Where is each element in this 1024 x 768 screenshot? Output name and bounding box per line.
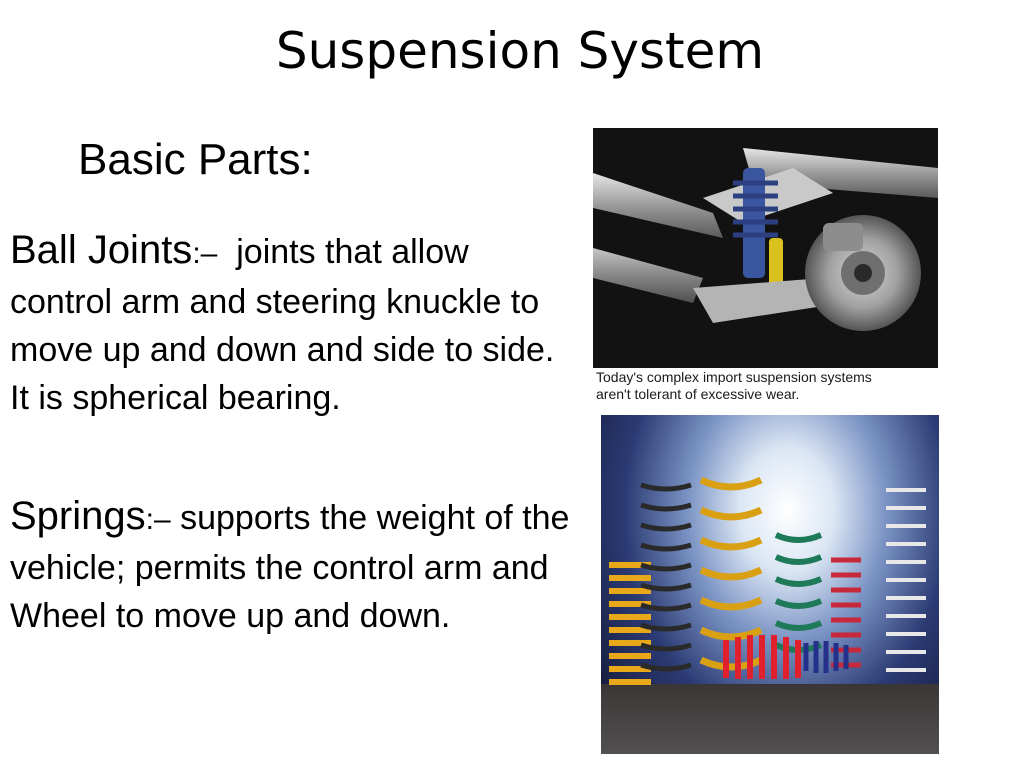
subheading: Basic Parts: — [78, 135, 313, 184]
ball-joints-term: Ball Joints — [10, 228, 193, 272]
springs-paragraph: Springs:– supports the weight of the veh… — [10, 492, 580, 640]
image-caption: Today's complex import suspension system… — [596, 369, 941, 403]
springs-term: Springs — [10, 494, 146, 538]
springs-separator: :– — [145, 503, 171, 536]
slide-title: Suspension System — [275, 22, 765, 80]
caption-line-1: Today's complex import suspension system… — [596, 369, 872, 385]
ball-joints-text: joints that allow control arm and steeri… — [10, 233, 555, 369]
caption-line-2: aren't tolerant of excessive wear. — [596, 386, 800, 402]
suspension-assembly-photo — [593, 128, 938, 368]
ball-joints-paragraph: Ball Joints:– joints that allow control … — [10, 226, 580, 422]
floor-surface — [601, 684, 939, 754]
springs-text: supports the weight of the vehicle; perm… — [10, 499, 579, 635]
coil-springs-photo — [601, 415, 939, 754]
ball-joints-note: It is spherical bearing. — [10, 379, 341, 417]
ball-joints-separator: :– — [192, 237, 218, 270]
